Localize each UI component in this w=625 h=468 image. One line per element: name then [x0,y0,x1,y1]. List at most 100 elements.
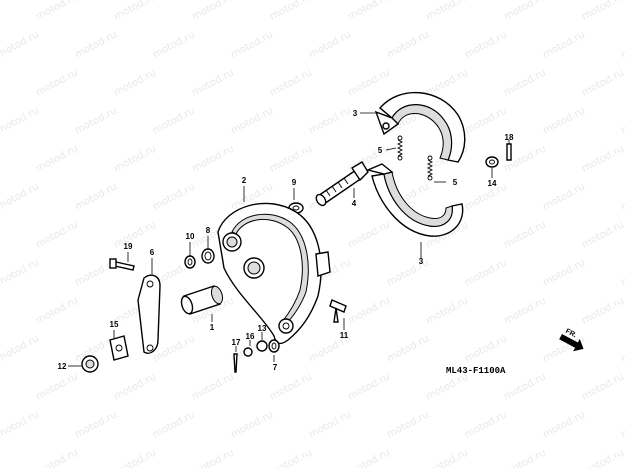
watermark-text: motod.ru [268,447,314,468]
watermark-text: motod.ru [190,0,236,23]
watermark-text: motod.ru [73,181,119,212]
watermark-text: motod.ru [151,409,197,440]
watermark-text: motod.ru [463,29,509,60]
watermark-text: motod.ru [229,105,275,136]
watermark-text: motod.ru [34,447,80,468]
watermark-text: motod.ru [580,67,625,98]
pin-18 [506,143,512,161]
watermark-text: motod.ru [346,67,392,98]
watermark-text: motod.ru [34,219,80,250]
watermark-text: motod.ru [580,0,625,23]
watermark-text: motod.ru [268,143,314,174]
watermark-text: motod.ru [73,105,119,136]
watermark-text: motod.ru [112,371,158,402]
watermark-text: motod.ru [112,447,158,468]
watermark-text: motod.ru [0,181,41,212]
watermark-text: motod.ru [463,105,509,136]
watermark-text: motod.ru [151,181,197,212]
watermark-text: motod.ru [112,143,158,174]
pin-17 [233,353,238,373]
watermark-text: motod.ru [385,29,431,60]
watermark-text: motod.ru [34,67,80,98]
brake-arm [137,274,161,354]
watermark-text: motod.ru [0,143,2,174]
watermark-text: motod.ru [502,0,548,23]
watermark-text: motod.ru [190,371,236,402]
watermark-text: motod.ru [0,295,2,326]
callout-13: 13 [258,324,267,333]
watermark-text: motod.ru [229,29,275,60]
watermark-text: motod.ru [0,219,2,250]
watermark-text: motod.ru [580,143,625,174]
watermark-text: motod.ru [151,105,197,136]
callout-10: 10 [186,232,195,241]
watermark-text: motod.ru [190,447,236,468]
watermark-text: motod.ru [385,409,431,440]
watermark-text: motod.ru [580,219,625,250]
watermark-text: motod.ru [541,29,587,60]
watermark-text: motod.ru [0,105,41,136]
watermark-text: motod.ru [463,257,509,288]
diagram-code: ML43-F1100A [446,366,506,376]
watermark-text: motod.ru [268,0,314,23]
watermark-text: motod.ru [580,447,625,468]
callout-17: 17 [232,338,241,347]
watermark-text: motod.ru [463,181,509,212]
callout-1: 1 [210,323,215,332]
watermark-text: motod.ru [385,333,431,364]
callout-18: 18 [505,133,514,142]
watermark-text: motod.ru [619,333,625,364]
watermark-text: motod.ru [112,219,158,250]
watermark-text: motod.ru [151,29,197,60]
watermark-text: motod.ru [541,181,587,212]
callout-8: 8 [206,226,211,235]
spring-13 [256,340,268,352]
watermark-text: motod.ru [502,447,548,468]
watermark-text: motod.ru [190,67,236,98]
watermark-text: motod.ru [0,257,41,288]
callout-4: 4 [352,199,357,208]
brake-shoe-lower [365,163,464,237]
watermark-text: motod.ru [73,29,119,60]
watermark-text: motod.ru [502,67,548,98]
seal-8 [201,248,215,264]
watermark-text: motod.ru [0,0,2,23]
watermark-text: motod.ru [541,105,587,136]
watermark-text: motod.ru [424,0,470,23]
watermark-text: motod.ru [307,409,353,440]
callout-14: 14 [488,179,497,188]
callout-15: 15 [110,320,119,329]
washer-7 [268,339,280,353]
collar-1 [180,285,224,315]
watermark-text: motod.ru [0,67,2,98]
plate-15 [109,335,129,361]
watermark-text: motod.ru [112,67,158,98]
brake-shoe-upper [374,91,466,163]
watermark-text: motod.ru [502,371,548,402]
watermark-text: motod.ru [502,219,548,250]
seal-10 [184,255,196,269]
watermark-text: motod.ru [580,295,625,326]
watermark-text: motod.ru [346,219,392,250]
watermark-text: motod.ru [190,143,236,174]
front-arrow-icon: FR. [559,328,584,352]
watermark-text: motod.ru [619,257,625,288]
watermark-text: motod.ru [619,105,625,136]
watermark-text: motod.ru [424,371,470,402]
callout-labels: 3 5 5 3 4 2 9 8 10 6 19 1 15 12 13 16 17… [58,109,514,372]
callout-16: 16 [246,332,255,341]
brake-panel [217,202,331,345]
watermark-text: motod.ru [307,105,353,136]
watermark-text: motod.ru [268,67,314,98]
watermark-text: motod.ru [307,29,353,60]
watermark-text: motod.ru [619,181,625,212]
callout-19: 19 [124,242,133,251]
watermark-text: motod.ru [619,29,625,60]
watermark-text: motod.ru [502,295,548,326]
watermark-text: motod.ru [73,409,119,440]
callout-11: 11 [340,331,349,340]
washer-14 [485,156,499,168]
callout-5-upper: 5 [378,146,383,155]
